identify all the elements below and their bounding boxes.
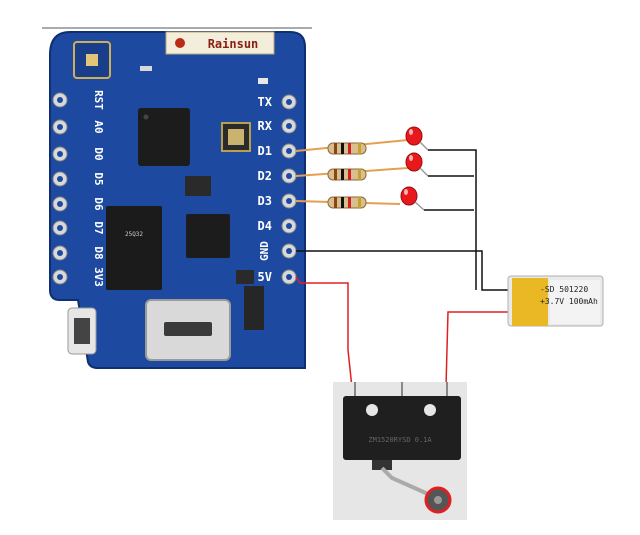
svg-text:25Q32: 25Q32 [125,231,143,238]
usb-serial-chip [186,214,230,258]
micro-switch: ZM1520RYSD 0.1A [333,382,467,520]
left-pin-hole [52,196,68,212]
brand-label: Rainsun [208,37,259,51]
pin-label-gnd: GND [258,241,271,261]
left-pin-hole [52,92,68,108]
left-header: RST A0 D0 D5 D6 D7 D8 3V3 [52,90,105,287]
pin-label-d1: D1 [258,144,272,158]
flash-chip [106,206,162,290]
brand-label-plate [165,31,275,55]
wemos-d1-mini-board: Rainsun 25Q32 [49,31,306,369]
left-pin-hole [52,269,68,285]
right-pin-hole [281,118,297,134]
pin-label-d2: D2 [258,169,272,183]
lipo-battery: -SD 501220 +3.7V 100mAh [507,275,604,327]
left-pin-hole [52,171,68,187]
switch-label: ZM1520RYSD 0.1A [368,436,432,444]
resistor-d2 [295,167,409,181]
battery-label-line2: +3.7V 100mAh [540,297,598,306]
right-pin-hole [281,143,297,159]
pin-label-5v: 5V [258,270,272,284]
pin-label-d3: D3 [258,194,272,208]
led-3 [400,186,425,211]
right-pin-hole [281,94,297,110]
power-wires [295,276,512,389]
pin-label-rx: RX [258,119,273,133]
pin-label-tx: TX [258,95,273,109]
esp-chip [138,108,190,166]
left-pin-hole [52,220,68,236]
resistor-d1 [295,139,409,155]
right-pin-hole [281,168,297,184]
right-pin-hole [281,269,297,285]
right-pin-hole [281,193,297,209]
pin-label-d6: D6 [92,197,105,211]
left-pin-hole [52,146,68,162]
pin-label-a0: A0 [92,120,105,133]
resistor-d3 [295,196,401,209]
pin-label-d7: D7 [92,221,105,234]
led-2 [405,152,429,177]
battery-label-line1: -SD 501220 [540,285,588,294]
pin-label-3v3: 3V3 [92,267,105,287]
pin-label-rst: RST [92,90,105,110]
pin-label-d0: D0 [92,147,105,160]
right-header: TX RX D1 D2 D3 D4 GND 5V [258,94,297,285]
pin-label-d5: D5 [92,172,105,185]
ground-wires [296,149,512,291]
right-pin-hole [281,243,297,259]
pin-label-d8: D8 [92,246,105,259]
left-pin-hole [52,245,68,261]
pin-label-d4: D4 [258,219,272,233]
led-1 [405,126,429,151]
right-pin-hole [281,218,297,234]
left-pin-hole [52,119,68,135]
